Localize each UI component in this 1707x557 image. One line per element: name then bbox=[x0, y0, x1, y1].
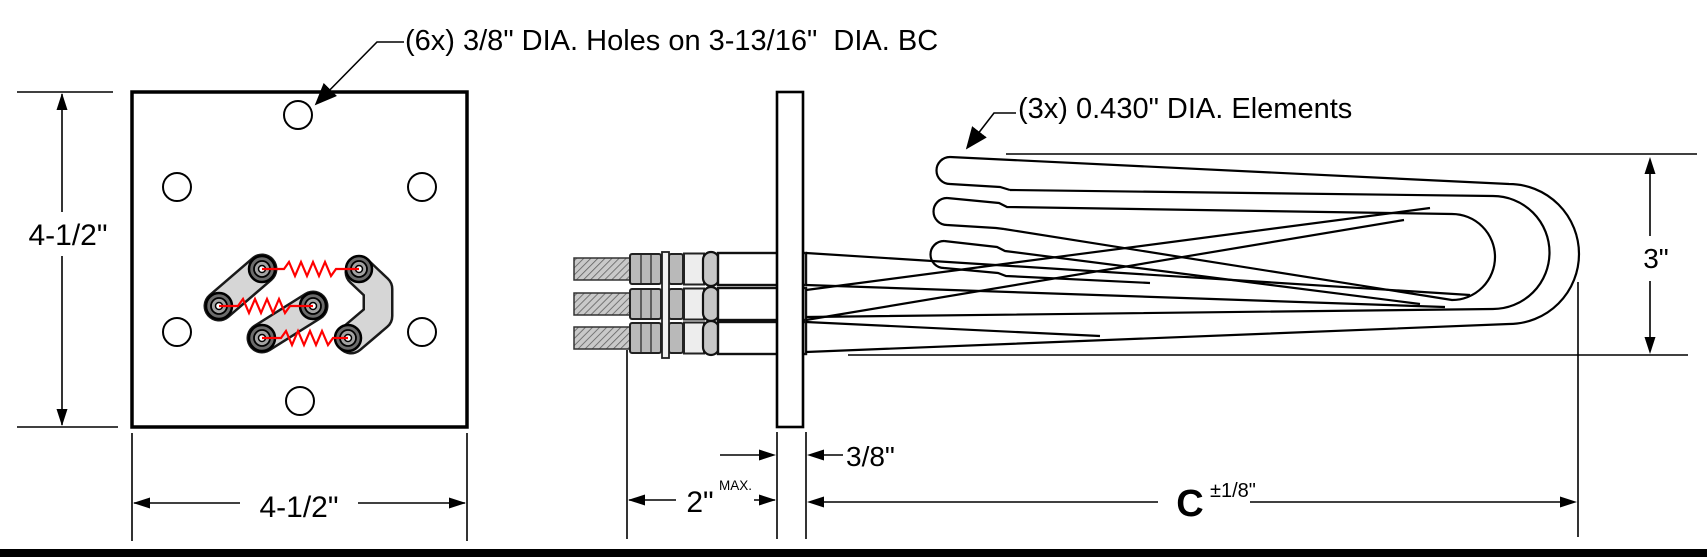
leader-line bbox=[314, 41, 404, 106]
resistor-squiggles bbox=[219, 259, 359, 348]
holes-annotation: (6x) 3/8" DIA. Holes on 3-13/16" DIA. BC bbox=[314, 25, 938, 106]
arrowhead-right bbox=[759, 494, 776, 506]
bolt-hole bbox=[285, 386, 315, 416]
insulator-washer-strip bbox=[661, 251, 670, 359]
immersion-length-tolerance: ±1/8" bbox=[1210, 480, 1256, 502]
element-hook-edge bbox=[946, 223, 1005, 231]
holes-note: (6x) 3/8" DIA. Holes on 3-13/16" DIA. BC bbox=[405, 25, 938, 57]
terminal-cap bbox=[701, 285, 721, 323]
terminal-cap bbox=[701, 250, 721, 288]
arrowhead-left bbox=[133, 497, 150, 509]
flange-plate-side bbox=[775, 90, 805, 429]
bolt-hole bbox=[283, 100, 313, 130]
bolt-holes bbox=[162, 100, 437, 416]
immersion-length-dim: C bbox=[1176, 483, 1203, 525]
ceramic-insulator bbox=[683, 252, 705, 286]
flange-face-view: 4-1/2" bbox=[17, 90, 469, 541]
bolt-hole bbox=[162, 317, 192, 347]
element-hook-bend bbox=[935, 155, 951, 186]
bottom-border bbox=[0, 549, 1707, 557]
leader-line bbox=[965, 112, 1016, 150]
element-run bbox=[946, 196, 1453, 216]
arrowhead-up bbox=[1644, 157, 1656, 174]
arrowhead-right bbox=[1560, 496, 1577, 508]
bend-height-dimension: 3" bbox=[1643, 157, 1669, 354]
element-run bbox=[943, 239, 1421, 306]
arrowhead-left bbox=[807, 496, 824, 508]
element-run bbox=[805, 251, 1471, 297]
element-run bbox=[805, 320, 1101, 338]
element-path-outer-u bbox=[805, 155, 1581, 354]
arrowhead-left bbox=[628, 494, 645, 506]
jumper-bracket bbox=[338, 259, 391, 352]
ceramic-insulator bbox=[683, 321, 705, 355]
flange-height-dim: 4-1/2" bbox=[28, 219, 107, 252]
resistor-squiggle bbox=[219, 296, 313, 316]
hex-nut bbox=[629, 288, 662, 320]
element-run bbox=[943, 266, 1151, 285]
terminal-projection-dimension: 2" MAX. bbox=[628, 478, 776, 519]
bolt-hole bbox=[407, 317, 437, 347]
elements-annotation: (3x) 0.430" DIA. Elements bbox=[965, 93, 1352, 150]
arrowhead-right bbox=[759, 449, 776, 461]
element-path-inner-u bbox=[805, 188, 1551, 319]
element-run bbox=[805, 206, 1431, 292]
bolt-hole bbox=[162, 172, 192, 202]
flange-width-dim: 4-1/2" bbox=[259, 491, 338, 524]
element-tubes bbox=[805, 155, 1581, 354]
heater-side-view: 3/8" 2" MAX. C ±1/8" 3" bbox=[573, 90, 1697, 539]
element-path-mid-u bbox=[1003, 212, 1497, 302]
ceramic-insulator bbox=[683, 287, 705, 321]
hex-nut bbox=[668, 322, 684, 354]
immersion-length-dimension: C ±1/8" bbox=[807, 480, 1577, 525]
bolt-hole bbox=[407, 172, 437, 202]
bend-height-dim: 3" bbox=[1643, 243, 1669, 274]
terminal-stud bbox=[573, 292, 632, 316]
terminal-projection-dim: 2" bbox=[686, 486, 713, 519]
flange-thickness-dimension: 3/8" bbox=[720, 441, 895, 472]
elements-note: (3x) 0.430" DIA. Elements bbox=[1018, 93, 1352, 125]
terminal-cap bbox=[701, 319, 721, 357]
terminal-stud bbox=[573, 257, 632, 281]
hex-nut bbox=[668, 253, 684, 285]
resistor-squiggle bbox=[262, 259, 359, 279]
flange-plate-face bbox=[130, 90, 469, 429]
arrowhead-left bbox=[807, 449, 824, 461]
arrowhead-down bbox=[1644, 337, 1656, 354]
arrowhead-up bbox=[56, 93, 68, 110]
terminal-projection-qualifier: MAX. bbox=[719, 478, 752, 493]
flange-thickness-dim: 3/8" bbox=[846, 441, 895, 472]
element-hook-edge bbox=[949, 182, 1011, 192]
element-run bbox=[805, 218, 1405, 322]
hex-nut bbox=[629, 322, 662, 354]
hex-nut bbox=[629, 253, 662, 285]
element-hook-bend bbox=[932, 196, 948, 227]
terminal-post bbox=[333, 323, 363, 353]
arrowhead-right bbox=[449, 497, 466, 509]
terminal-post bbox=[298, 291, 328, 321]
terminal-stud bbox=[573, 326, 632, 350]
resistor-squiggle bbox=[262, 328, 348, 348]
hex-nut bbox=[668, 288, 684, 320]
element-hook-bend bbox=[929, 239, 945, 270]
arrowhead-down bbox=[56, 409, 68, 426]
element-run bbox=[805, 283, 1446, 309]
